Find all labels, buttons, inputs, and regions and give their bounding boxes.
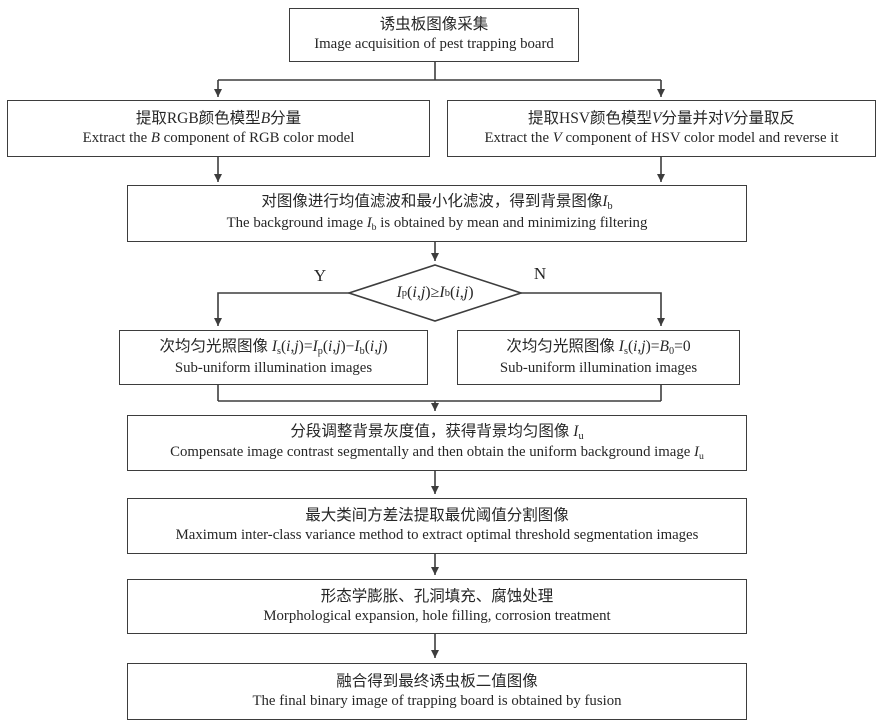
node-fusion-zh: 融合得到最终诱虫板二值图像 xyxy=(336,672,538,690)
node-morphology-en: Morphological expansion, hole filling, c… xyxy=(263,607,611,624)
decision-diamond xyxy=(346,264,524,322)
node-sub-illum-no: 次均匀光照图像 Is(i,j)=B0=0 Sub-uniform illumin… xyxy=(457,330,740,385)
node-extract-hsv-en: Extract the V component of HSV color mod… xyxy=(484,129,839,146)
node-morphology: 形态学膨胀、孔洞填充、腐蚀处理 Morphological expansion,… xyxy=(127,579,747,634)
yes-branch xyxy=(214,292,349,326)
node-acquisition: 诱虫板图像采集 Image acquisition of pest trappi… xyxy=(289,8,579,62)
node-fusion: 融合得到最终诱虫板二值图像 The final binary image of … xyxy=(127,663,747,720)
node-uniform-background-zh: 分段调整背景灰度值，获得背景均匀图像 Iu xyxy=(290,422,584,442)
node-otsu-threshold-zh: 最大类间方差法提取最优阈值分割图像 xyxy=(305,507,569,524)
node-background-filter-en: The background image Ib is obtained by m… xyxy=(226,214,648,233)
node-sub-illum-yes: 次均匀光照图像 Is(i,j)=Ip(i,j)−Ib(i,j) Sub-unif… xyxy=(119,330,428,385)
node-uniform-background: 分段调整背景灰度值，获得背景均匀图像 Iu Compensate image c… xyxy=(127,415,747,471)
node-extract-hsv: 提取HSV颜色模型V分量并对V分量取反 Extract the V compon… xyxy=(447,100,876,157)
node-extract-rgb-en: Extract the B component of RGB color mod… xyxy=(82,129,355,146)
decision-label-no: N xyxy=(533,264,547,283)
node-otsu-threshold: 最大类间方差法提取最优阈值分割图像 Maximum inter-class va… xyxy=(127,498,747,554)
node-background-filter-zh: 对图像进行均值滤波和最小化滤波，得到背景图像Ib xyxy=(261,193,613,213)
no-branch xyxy=(521,292,665,326)
node-uniform-background-en: Compensate image contrast segmentally an… xyxy=(170,444,704,463)
node-sub-illum-no-en: Sub-uniform illumination images xyxy=(499,359,698,376)
node-sub-illum-yes-en: Sub-uniform illumination images xyxy=(174,359,373,376)
node-fusion-en: The final binary image of trapping board… xyxy=(252,692,622,709)
node-sub-illum-yes-zh: 次均匀光照图像 Is(i,j)=Ip(i,j)−Ib(i,j) xyxy=(159,337,388,358)
node-otsu-threshold-en: Maximum inter-class variance method to e… xyxy=(175,527,699,544)
node-extract-rgb-zh: 提取RGB颜色模型B分量 xyxy=(135,109,302,127)
node-extract-rgb: 提取RGB颜色模型B分量 Extract the B component of … xyxy=(7,100,430,157)
node-extract-hsv-zh: 提取HSV颜色模型V分量并对V分量取反 xyxy=(528,109,795,127)
node-acquisition-en: Image acquisition of pest trapping board xyxy=(314,36,554,53)
node-acquisition-zh: 诱虫板图像采集 xyxy=(379,16,489,33)
node-morphology-zh: 形态学膨胀、孔洞填充、腐蚀处理 xyxy=(320,587,554,605)
node-sub-illum-no-zh: 次均匀光照图像 Is(i,j)=B0=0 xyxy=(506,337,691,358)
decision-label-yes: Y xyxy=(313,266,327,285)
node-background-filter: 对图像进行均值滤波和最小化滤波，得到背景图像Ib The background … xyxy=(127,185,747,242)
